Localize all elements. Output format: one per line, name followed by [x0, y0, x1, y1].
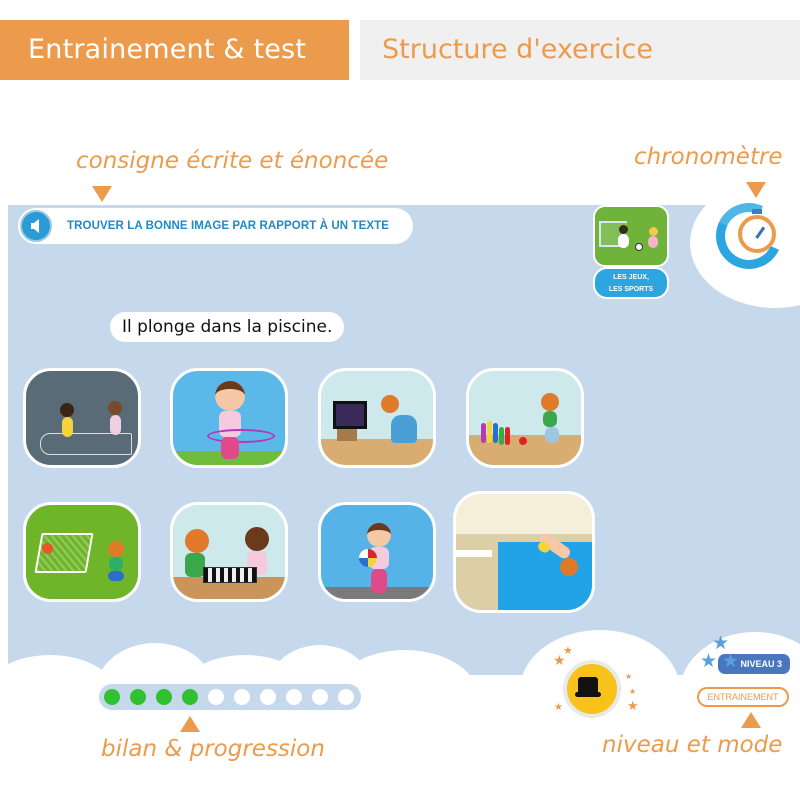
arrow-up-icon [180, 716, 200, 732]
progress-dot-done [182, 689, 198, 705]
kid-body [185, 553, 205, 577]
progress-dot-pending [208, 689, 224, 705]
choice-diving[interactable] [453, 491, 595, 613]
progress-dot-pending [312, 689, 328, 705]
theme-label: LES JEUX, LES SPORTS [593, 267, 669, 299]
progress-dot-pending [286, 689, 302, 705]
kid-head [619, 225, 628, 234]
progress-dot-done [156, 689, 172, 705]
ball-icon [519, 437, 527, 445]
hopscotch-grid [40, 433, 132, 455]
sentence-bubble: Il plonge dans la piscine. [110, 312, 345, 342]
instruction-text: TROUVER LA BONNE IMAGE PAR RAPPORT À UN … [67, 220, 390, 232]
choice-hopscotch[interactable] [23, 368, 141, 468]
choice-beach-ball[interactable] [318, 502, 436, 602]
annotation-consigne: consigne écrite et énoncée [76, 148, 389, 174]
ground [321, 587, 433, 599]
table [173, 577, 285, 599]
theme-line-2: LES SPORTS [608, 286, 654, 293]
ball-icon [42, 543, 53, 554]
kid-body [618, 234, 629, 248]
armchair [391, 415, 417, 443]
floor [321, 439, 433, 465]
progress-dot-done [104, 689, 120, 705]
tab-structure-exercice[interactable]: Structure d'exercice [360, 20, 800, 80]
level-star-icon: ★ [712, 633, 730, 654]
theme-line-1: LES JEUX, [613, 274, 649, 281]
level-star-icon: ★ [700, 651, 718, 672]
magic-hat-brim [575, 692, 601, 697]
pool-water [498, 542, 592, 610]
bowling-pin-icon [505, 427, 510, 445]
kid-head [367, 523, 391, 547]
kid-legs [108, 571, 124, 581]
star-icon: ★ [627, 698, 639, 713]
kid-head [185, 529, 209, 553]
kid-head [215, 381, 245, 411]
star-icon: ★ [563, 645, 573, 657]
speaker-icon [31, 219, 39, 233]
bowling-pin-icon [493, 423, 498, 443]
bowling-pin-icon [487, 421, 492, 443]
mode-badge[interactable]: ENTRAINEMENT [697, 687, 789, 707]
goal-icon [34, 533, 94, 573]
kid-head [541, 393, 559, 411]
kid-head [649, 227, 658, 236]
star-icon: ★ [629, 687, 637, 696]
kid-body [543, 411, 557, 427]
kid-legs [371, 569, 387, 593]
progress-dot-done [130, 689, 146, 705]
choice-hula-hoop[interactable] [170, 368, 288, 468]
choice-video-game[interactable] [318, 368, 436, 468]
annotation-bilan: bilan & progression [101, 736, 325, 762]
tv-stand [337, 429, 357, 441]
diving-board [456, 550, 492, 557]
instruction-bar [18, 208, 413, 244]
kid-legs [221, 437, 239, 459]
star-icon: ★ [625, 672, 633, 681]
progress-dot-pending [260, 689, 276, 705]
choice-soccer[interactable] [23, 502, 141, 602]
choice-bowling[interactable] [466, 368, 584, 468]
annotation-chrono: chronomètre [634, 144, 783, 170]
choice-chess[interactable] [170, 502, 288, 602]
footer-area [0, 700, 800, 800]
kid-body [110, 415, 121, 435]
stopwatch-button-icon [752, 209, 762, 214]
magic-hat-icon [578, 677, 598, 694]
kid-head [108, 541, 124, 557]
kid-head [60, 403, 74, 417]
beach-ball-icon [359, 549, 377, 567]
chessboard-icon [203, 567, 257, 583]
theme-image [593, 205, 669, 267]
kid-head [245, 527, 269, 551]
bowling-pin-icon [499, 427, 504, 445]
kid-legs [545, 427, 559, 443]
theme-card[interactable]: LES JEUX, LES SPORTS [593, 205, 669, 299]
progress-dot-pending [234, 689, 250, 705]
diver-head [560, 558, 578, 576]
progress-bar [99, 684, 361, 710]
star-icon: ★ [554, 702, 563, 713]
arrow-down-icon [746, 182, 766, 198]
speaker-button[interactable] [20, 210, 52, 242]
star-icon: ★ [553, 652, 566, 668]
tab-entrainement-test[interactable]: Entrainement & test [0, 20, 349, 80]
tv-icon [333, 401, 367, 429]
ball-icon [635, 243, 643, 251]
kid-head [381, 395, 399, 413]
arrow-down-icon [92, 186, 112, 202]
level-badge: NIVEAU 3 [718, 654, 790, 674]
kid-body [109, 557, 123, 571]
hula-hoop-icon [207, 429, 275, 443]
annotation-niveau: niveau et mode [602, 732, 783, 758]
kid-body [62, 417, 73, 437]
arrow-up-icon [741, 712, 761, 728]
progress-dot-pending [338, 689, 354, 705]
bowling-pin-icon [481, 423, 486, 443]
kid-head [108, 401, 122, 415]
level-star-icon: ★ [722, 651, 740, 672]
kid-body [648, 236, 658, 248]
